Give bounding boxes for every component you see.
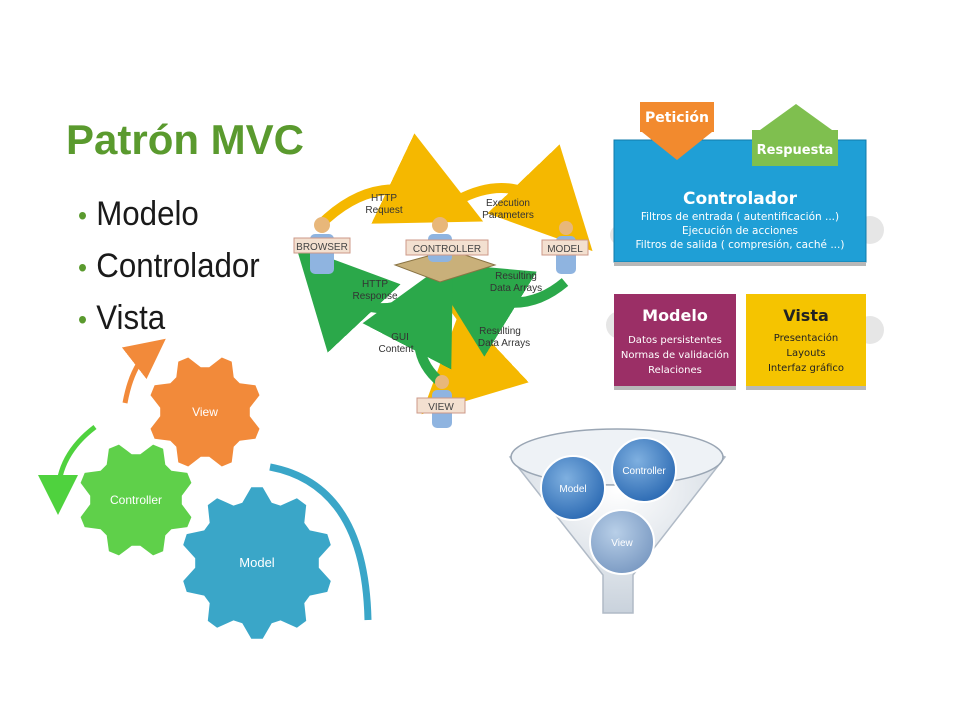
modelo-line-3: Relaciones xyxy=(648,365,702,376)
modelo-title: Modelo xyxy=(642,306,708,325)
gear-controller-label: Controller xyxy=(110,493,162,507)
label-http-response-2: Response xyxy=(352,291,397,302)
gear-view-label: View xyxy=(192,405,218,419)
peticion-arrow: Petición xyxy=(640,102,714,160)
controlador-line-2: Ejecución de acciones xyxy=(682,225,798,237)
mvc-flow-diagram: BROWSER CONTROLLER MODEL VIEW HTTP Reque… xyxy=(293,133,593,428)
label-http-request-2: Request xyxy=(365,205,402,216)
label-http-request-1: HTTP xyxy=(371,193,397,204)
arrow-gui-content xyxy=(362,257,454,384)
slide-title: Patrón MVC xyxy=(66,116,305,163)
arrow-resulting-data-view xyxy=(421,301,529,415)
bullet-dot-icon: • xyxy=(78,304,88,335)
bullet-item-controlador: •Controlador xyxy=(78,247,260,285)
controller-node: CONTROLLER xyxy=(393,217,497,283)
arrow-resulting-data-model xyxy=(425,261,569,357)
controller-orbit-arc xyxy=(38,425,97,515)
respuesta-arrow: Respuesta xyxy=(752,104,838,166)
model-orbit-arc xyxy=(269,463,372,621)
vista-line-3: Interfaz gráfico xyxy=(768,362,844,374)
svg-text:BROWSER: BROWSER xyxy=(296,242,348,253)
modelo-line-1: Datos persistentes xyxy=(628,335,722,346)
model-node: MODEL xyxy=(541,221,589,274)
mvc-boxes-diagram: Controlador Filtros de entrada ( autenti… xyxy=(606,102,884,390)
label-gui-content-1: GUI xyxy=(391,332,409,343)
bullet-dot-icon: • xyxy=(78,252,88,283)
funnel-ball-controller: Controller xyxy=(611,437,677,503)
vista-line-1: Presentación xyxy=(774,332,838,344)
controlador-line-1: Filtros de entrada ( autentificación ...… xyxy=(641,211,839,223)
modelo-box xyxy=(614,294,736,386)
vista-title: Vista xyxy=(783,306,829,325)
gear-controller: Controller xyxy=(80,444,192,556)
label-resulting-model-2: Data Arrays xyxy=(490,283,542,294)
label-resulting-view-1: Resulting xyxy=(479,326,521,337)
label-resulting-view-2: Data Arrays xyxy=(478,338,530,349)
gear-model-label: Model xyxy=(239,555,275,570)
funnel-ball-model: Model xyxy=(540,455,606,521)
bullet-list: •Modelo •Controlador •Vista xyxy=(78,192,275,348)
arrow-execution-parameters xyxy=(455,144,593,252)
arrow-http-request xyxy=(316,133,484,229)
svg-text:CONTROLLER: CONTROLLER xyxy=(413,244,481,255)
modelo-line-2: Normas de validación xyxy=(621,349,729,361)
bullet-dot-icon: • xyxy=(78,200,88,231)
label-execution-1: Execution xyxy=(486,198,530,209)
controlador-line-3: Filtros de salida ( compresión, caché ..… xyxy=(636,239,845,251)
label-resulting-model-1: Resulting xyxy=(495,271,537,282)
vista-line-2: Layouts xyxy=(786,348,825,359)
svg-text:Respuesta: Respuesta xyxy=(757,143,834,158)
mvc-funnel-diagram: Model Controller View xyxy=(508,428,727,614)
svg-text:Controller: Controller xyxy=(622,466,666,477)
label-http-response-1: HTTP xyxy=(362,279,388,290)
svg-text:Petición: Petición xyxy=(645,110,709,126)
svg-text:MODEL: MODEL xyxy=(547,244,583,255)
controlador-title: Controlador xyxy=(683,189,798,209)
svg-text:View: View xyxy=(611,538,633,549)
gear-model: Model xyxy=(183,487,331,639)
bullet-item-vista: •Vista xyxy=(78,299,166,337)
view-orbit-arc xyxy=(121,338,166,404)
view-node: VIEW xyxy=(416,375,466,428)
svg-text:Model: Model xyxy=(559,484,586,495)
label-execution-2: Parameters xyxy=(482,210,534,221)
gear-view: View xyxy=(150,357,260,467)
browser-node: BROWSER xyxy=(293,217,351,274)
svg-text:VIEW: VIEW xyxy=(428,402,454,413)
vista-box xyxy=(746,294,866,386)
bullet-item-modelo: •Modelo xyxy=(78,195,199,233)
label-gui-content-2: Content xyxy=(378,344,413,355)
funnel-ball-view: View xyxy=(589,509,655,575)
